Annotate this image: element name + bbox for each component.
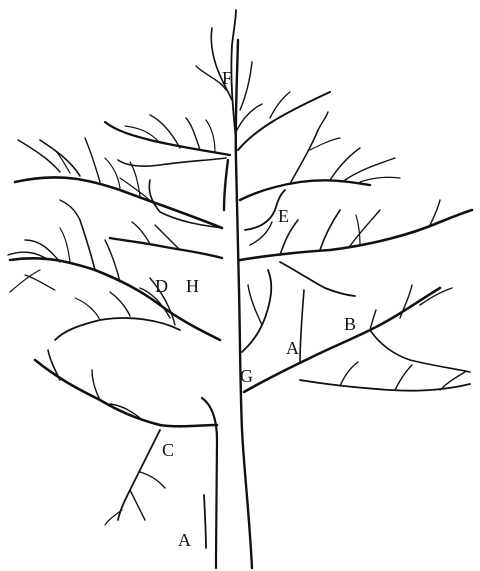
right-upper-branch: [240, 112, 400, 200]
label-h: H: [186, 276, 199, 296]
trunk: [196, 10, 330, 568]
left-branch-upper: [15, 138, 228, 228]
label-b: B: [344, 314, 356, 334]
label-c: C: [162, 440, 174, 460]
label-d: D: [155, 276, 168, 296]
label-a-mid: A: [286, 338, 299, 358]
label-a-bottom: A: [178, 530, 191, 550]
left-branch-lower: [8, 200, 220, 340]
left-bough-mid: [110, 222, 222, 258]
label-e: E: [278, 206, 289, 226]
bottom-left-branch: [35, 350, 217, 548]
label-g: G: [240, 366, 253, 386]
upper-left-branch: [105, 115, 230, 166]
label-f: F: [222, 68, 232, 88]
right-middle-branch: [240, 190, 472, 296]
